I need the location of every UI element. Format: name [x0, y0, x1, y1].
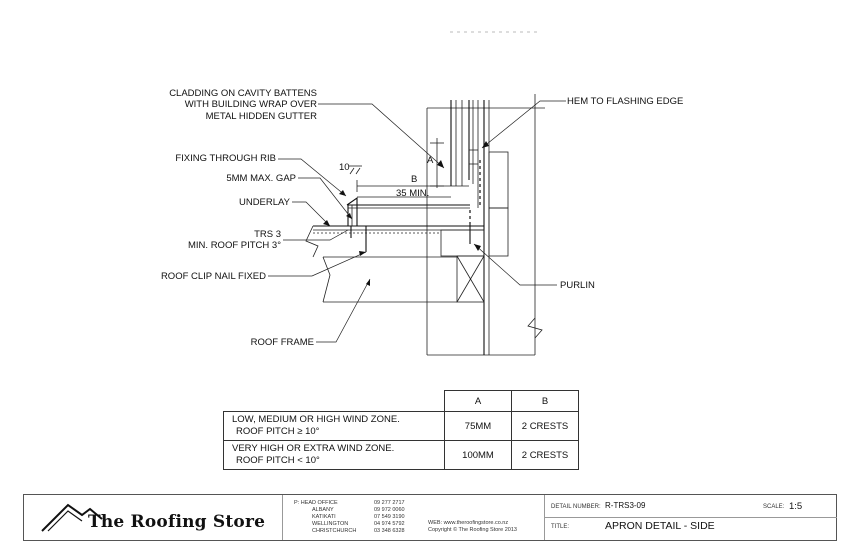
contact-number: 04 974 5792 — [374, 521, 405, 527]
drawing-title: APRON DETAIL - SIDE — [605, 520, 715, 532]
scale-label: SCALE: — [763, 504, 785, 510]
label-pitch: MIN. ROOF PITCH 3° — [188, 240, 281, 251]
label-fixing: FIXING THROUGH RIB — [175, 153, 276, 164]
value-b: 2 CRESTS — [511, 411, 579, 441]
label-frame: ROOF FRAME — [251, 337, 314, 348]
contact-label: WELLINGTON — [312, 521, 349, 527]
value-b: 2 CRESTS — [511, 440, 579, 470]
label-underlay: UNDERLAY — [239, 197, 291, 208]
roof-sheet — [313, 196, 484, 252]
website-text[interactable]: WEB: www.theroofingstore.co.nz — [428, 520, 509, 526]
value-a: 75MM — [444, 411, 512, 441]
roof-logo-icon — [41, 503, 103, 532]
contact-number: 09 277 2717 — [374, 500, 405, 506]
table-header-row: A B — [223, 390, 579, 412]
apron-detail-drawing: A B 35 MIN. 10 — [161, 31, 683, 356]
dim-35-label: 35 MIN. — [396, 188, 429, 199]
contact-label: KATIKATI — [312, 514, 336, 520]
detail-info: DETAIL NUMBER: R-TRS3-09 SCALE: 1:5 TITL… — [544, 495, 837, 540]
web-info: WEB: www.theroofingstore.co.nz Copyright… — [428, 520, 517, 534]
zone-cell: LOW, MEDIUM OR HIGH WIND ZONE. ROOF PITC… — [223, 411, 445, 441]
label-cladding-3: METAL HIDDEN GUTTER — [206, 111, 318, 122]
detail-number-label: DETAIL NUMBER: — [551, 504, 601, 510]
contact-number: 07 549 3190 — [374, 514, 405, 520]
dimension-lines: A B 35 MIN. 10 — [339, 138, 451, 199]
table-row: VERY HIGH OR EXTRA WIND ZONE. ROOF PITCH… — [223, 440, 579, 470]
label-cladding-1: CLADDING ON CAVITY BATTENS — [169, 88, 317, 99]
label-clip: ROOF CLIP NAIL FIXED — [161, 271, 266, 282]
roof-frame — [305, 225, 485, 303]
flashing-fixings — [469, 160, 481, 224]
zone-line-1: VERY HIGH OR EXTRA WIND ZONE. — [232, 443, 395, 454]
contact-number: 03 348 6328 — [374, 528, 405, 534]
company-name: The Roofing Store — [88, 512, 266, 532]
zone-line-2: ROOF PITCH < 10° — [236, 455, 320, 466]
value-a: 100MM — [444, 440, 512, 470]
wind-zone-table: A B LOW, MEDIUM OR HIGH WIND ZONE. ROOF … — [223, 390, 579, 470]
table-row: LOW, MEDIUM OR HIGH WIND ZONE. ROOF PITC… — [223, 411, 579, 441]
dim-10-label: 10 — [339, 162, 350, 173]
leader-lines — [268, 100, 566, 343]
title-label: TITLE: — [551, 524, 570, 530]
framing-blocks — [488, 151, 509, 257]
wall-outline — [426, 94, 545, 356]
contact-label: P: HEAD OFFICE — [294, 500, 338, 506]
table-header-b: B — [511, 390, 579, 412]
table-header-a: A — [444, 390, 512, 412]
dim-b-label: B — [411, 174, 417, 185]
contact-label: ALBANY — [312, 507, 334, 513]
zone-cell: VERY HIGH OR EXTRA WIND ZONE. ROOF PITCH… — [223, 440, 445, 470]
dim-a-label: A — [427, 155, 434, 166]
label-hem: HEM TO FLASHING EDGE — [567, 96, 683, 107]
scale-value: 1:5 — [789, 501, 803, 512]
contact-number: 09 972 0060 — [374, 507, 405, 513]
contact-list: P: HEAD OFFICE 09 277 2717 ALBANY 09 972… — [282, 495, 544, 540]
callout-labels: CLADDING ON CAVITY BATTENS WITH BUILDING… — [161, 88, 683, 348]
contact-label: CHRISTCHURCH — [312, 528, 357, 534]
title-block: The Roofing Store P: HEAD OFFICE 09 277 … — [23, 494, 837, 541]
detail-number: R-TRS3-09 — [605, 501, 646, 510]
copyright-text: Copyright © The Roofing Store 2013 — [428, 527, 517, 533]
zone-line-1: LOW, MEDIUM OR HIGH WIND ZONE. — [232, 414, 400, 425]
company-logo: The Roofing Store — [24, 495, 283, 540]
zone-line-2: ROOF PITCH ≥ 10° — [236, 426, 320, 437]
label-gap: 5MM MAX. GAP — [226, 173, 296, 184]
label-purlin: PURLIN — [560, 280, 595, 291]
label-trs: TRS 3 — [254, 229, 281, 240]
label-cladding-2: WITH BUILDING WRAP OVER — [185, 99, 317, 110]
